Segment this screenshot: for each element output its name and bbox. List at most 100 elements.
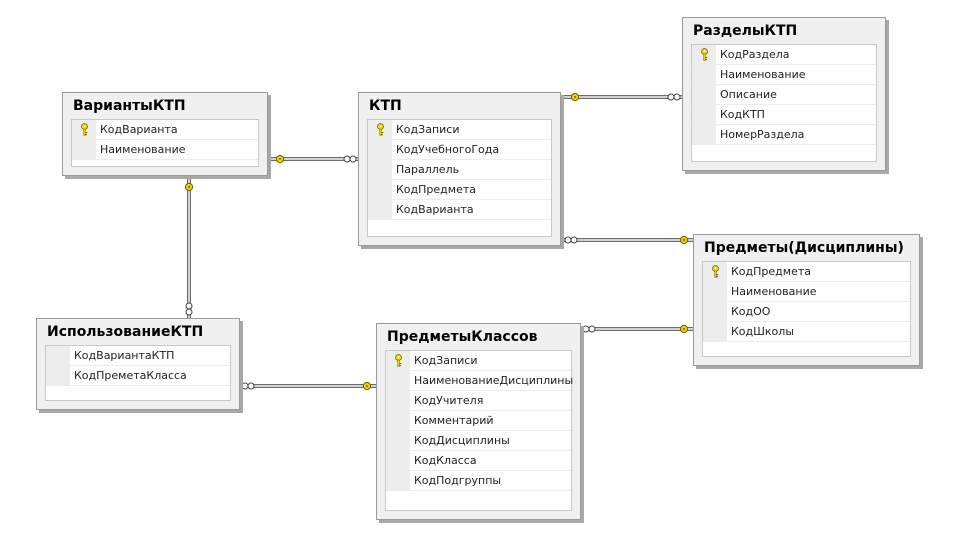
many-end-infinity-icon	[349, 155, 357, 163]
key-icon	[395, 354, 402, 367]
row-selector	[692, 65, 716, 84]
key-icon	[701, 48, 708, 61]
field-row[interactable]: КодШколы	[703, 322, 910, 342]
row-selector	[703, 302, 727, 321]
field-name: КодОО	[731, 305, 771, 318]
field-name: КодШколы	[731, 325, 794, 338]
many-end-infinity-icon	[570, 236, 578, 244]
field-row[interactable]: Комментарий	[386, 411, 571, 431]
one-end-key-dot	[683, 239, 685, 241]
field-row[interactable]: КодКласса	[386, 451, 571, 471]
field-name: КодПодгруппы	[414, 474, 502, 487]
table-title[interactable]: КТП	[369, 98, 402, 114]
table-title[interactable]: ПредметыКлассов	[387, 329, 538, 345]
field-name: КодПреметаКласса	[74, 369, 187, 382]
many-end-infinity-icon	[241, 382, 249, 390]
row-selector	[703, 262, 727, 281]
field-row[interactable]: КодУчебногоГода	[368, 140, 551, 160]
field-name: НомерРаздела	[720, 128, 805, 141]
row-selector	[46, 366, 70, 385]
row-selector	[368, 200, 392, 219]
row-selector	[386, 471, 410, 490]
field-row[interactable]: КодПодгруппы	[386, 471, 571, 491]
field-name: КодВарианта	[100, 123, 178, 136]
field-row[interactable]: КодВарианта	[368, 200, 551, 220]
field-name: КодКТП	[720, 108, 765, 121]
row-selector	[386, 411, 410, 430]
field-row[interactable]: КодРаздела	[692, 45, 876, 65]
field-name: Параллель	[396, 163, 460, 176]
field-name: КодВарианта	[396, 203, 474, 216]
row-selector	[386, 451, 410, 470]
many-end-infinity-icon	[343, 155, 351, 163]
row-selector	[368, 120, 392, 139]
field-name: Описание	[720, 88, 777, 101]
field-list: КодВариантаКТП КодПреметаКласса	[45, 345, 231, 401]
field-row[interactable]: Наименование	[72, 140, 258, 160]
field-row[interactable]: КодДисциплины	[386, 431, 571, 451]
field-row[interactable]: КодКТП	[692, 105, 876, 125]
field-name: Наименование	[720, 68, 806, 81]
row-selector	[368, 180, 392, 199]
row-selector	[46, 346, 70, 365]
field-row[interactable]: Наименование	[692, 65, 876, 85]
field-row[interactable]: НомерРаздела	[692, 125, 876, 145]
field-row[interactable]: КодВариантаКТП	[46, 346, 230, 366]
row-selector	[386, 431, 410, 450]
row-selector	[692, 105, 716, 124]
many-end-infinity-icon	[667, 93, 675, 101]
field-name: Комментарий	[414, 414, 494, 427]
row-selector	[703, 282, 727, 301]
field-row[interactable]: КодОО	[703, 302, 910, 322]
field-row[interactable]: Описание	[692, 85, 876, 105]
field-name: НаименованиеДисциплины	[414, 374, 574, 387]
field-name: КодРаздела	[720, 48, 790, 61]
field-row[interactable]: КодЗаписи	[386, 351, 571, 371]
table-title[interactable]: РазделыКТП	[693, 23, 798, 39]
field-name: КодПредмета	[396, 183, 476, 196]
many-end-infinity-icon	[588, 325, 596, 333]
table-usage[interactable]: ИспользованиеКТП КодВариантаКТП КодПремета…	[36, 318, 240, 410]
field-name: КодПредмета	[731, 265, 811, 278]
one-end-key-dot	[279, 158, 281, 160]
row-selector	[703, 322, 727, 341]
field-row[interactable]: Наименование	[703, 282, 910, 302]
field-row[interactable]: НаименованиеДисциплины	[386, 371, 574, 391]
one-end-key-dot	[574, 96, 576, 98]
field-name: КодЗаписи	[414, 354, 478, 367]
table-title[interactable]: Предметы(Дисциплины)	[704, 240, 904, 256]
row-selector	[386, 371, 410, 390]
row-selector	[692, 45, 716, 64]
one-end-key-dot	[188, 186, 190, 188]
row-selector	[368, 140, 392, 159]
field-row[interactable]: КодПредмета	[368, 180, 551, 200]
table-title[interactable]: ВариантыКТП	[73, 98, 186, 114]
field-name: КодДисциплины	[414, 434, 510, 447]
row-selector	[72, 120, 96, 139]
table-title[interactable]: ИспользованиеКТП	[47, 324, 204, 340]
field-row[interactable]: КодПредмета	[703, 262, 910, 282]
field-row[interactable]: КодВарианта	[72, 120, 258, 140]
many-end-infinity-icon	[247, 382, 255, 390]
field-row[interactable]: КодЗаписи	[368, 120, 551, 140]
key-icon	[81, 123, 88, 136]
key-icon	[712, 265, 719, 278]
field-name: КодУчителя	[414, 394, 484, 407]
many-end-infinity-icon	[185, 302, 193, 310]
field-row[interactable]: КодУчителя	[386, 391, 571, 411]
field-row[interactable]: КодПреметаКласса	[46, 366, 230, 386]
field-row[interactable]: Параллель	[368, 160, 551, 180]
one-end-key-dot	[366, 385, 368, 387]
field-name: КодУчебногоГода	[396, 143, 500, 156]
many-end-infinity-icon	[564, 236, 572, 244]
